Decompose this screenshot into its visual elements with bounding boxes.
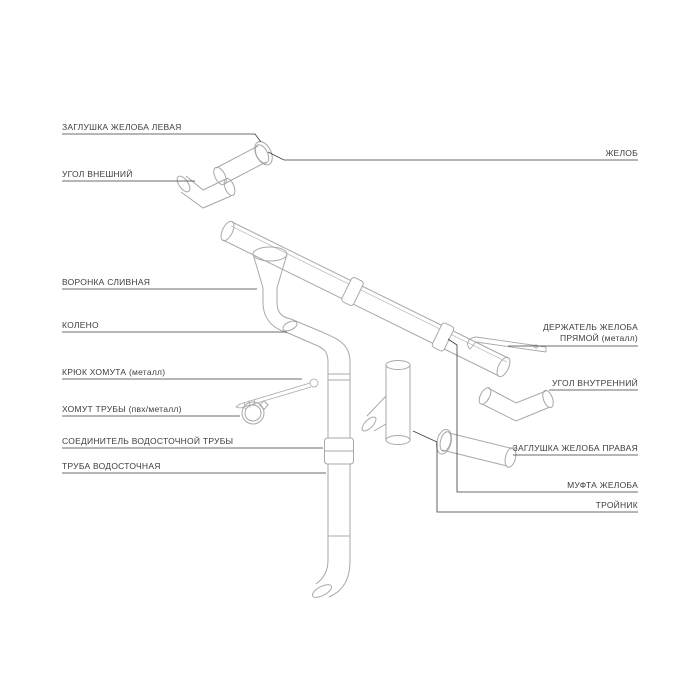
label-downpipe-connector: СОЕДИНИТЕЛЬ ВОДОСТОЧНОЙ ТРУБЫ bbox=[62, 436, 234, 446]
label-outer-corner: УГОЛ ВНЕШНИЙ bbox=[62, 169, 133, 179]
label-gutter-end-cap-left: ЗАГЛУШКА ЖЕЛОБА ЛЕВАЯ bbox=[62, 122, 182, 132]
tee-drawing bbox=[361, 360, 411, 445]
pipe-clamp-drawing bbox=[241, 400, 269, 425]
clamp-hook-drawing bbox=[235, 378, 319, 410]
inner-corner-drawing bbox=[478, 387, 554, 422]
elbow-drawing bbox=[262, 301, 351, 363]
label-elbow: КОЛЕНО bbox=[62, 320, 99, 330]
leader-lines bbox=[62, 133, 638, 513]
label-inner-corner: УГОЛ ВНУТРЕННИЙ bbox=[552, 378, 638, 388]
label-pipe-clamp: ХОМУТ ТРУБЫ (пвх/металл) bbox=[62, 404, 182, 414]
leader-gutter-coupling bbox=[447, 338, 638, 493]
downpipe-drawing bbox=[311, 362, 354, 598]
gutter-run-drawing bbox=[220, 220, 511, 378]
label-tee: ТРОЙНИК bbox=[595, 500, 638, 510]
gutter-holder-drawing bbox=[467, 336, 547, 353]
label-gutter-end-cap-right: ЗАГЛУШКА ЖЕЛОБА ПРАВАЯ bbox=[512, 443, 638, 453]
leader-gutter-end-cap-left bbox=[62, 133, 262, 143]
label-drain-funnel: ВОРОНКА СЛИВНАЯ bbox=[62, 277, 151, 287]
label-clamp-hook: КРЮК ХОМУТА (металл) bbox=[62, 367, 166, 377]
label-downpipe: ТРУБА ВОДОСТОЧНАЯ bbox=[62, 461, 161, 471]
drain-funnel-drawing bbox=[252, 246, 288, 302]
label-line-1: ДЕРЖАТЕЛЬ ЖЕЛОБА bbox=[542, 322, 638, 332]
gutter-end-cap-right-drawing bbox=[436, 429, 517, 468]
gutter-end-cap-left-drawing bbox=[213, 141, 273, 186]
outer-corner-drawing bbox=[176, 175, 236, 209]
downpipe-outlet-drawing bbox=[311, 584, 333, 598]
label-gutter-holder-straight: ДЕРЖАТЕЛЬ ЖЕЛОБА ПРЯМОЙ (металл) bbox=[543, 322, 638, 344]
leader-tee bbox=[412, 430, 638, 513]
label-line-2: ПРЯМОЙ (металл) bbox=[559, 333, 638, 343]
parts-drawing bbox=[176, 141, 554, 598]
label-gutter-coupling: МУФТА ЖЕЛОБА bbox=[567, 480, 638, 490]
label-gutter: ЖЕЛОБ bbox=[605, 148, 638, 158]
leader-gutter bbox=[267, 151, 638, 161]
gutter-coupling-band-drawing bbox=[341, 277, 364, 306]
